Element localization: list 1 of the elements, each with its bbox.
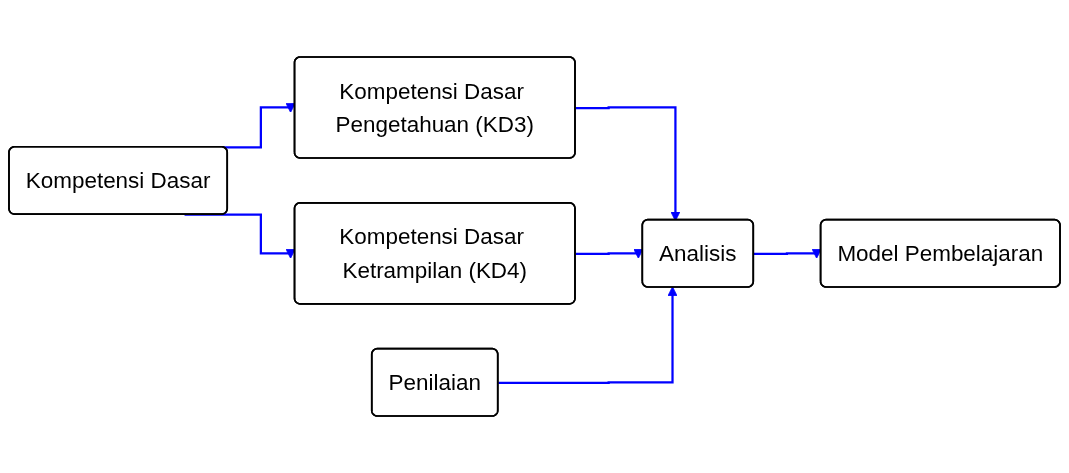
arrow [498,286,678,384]
